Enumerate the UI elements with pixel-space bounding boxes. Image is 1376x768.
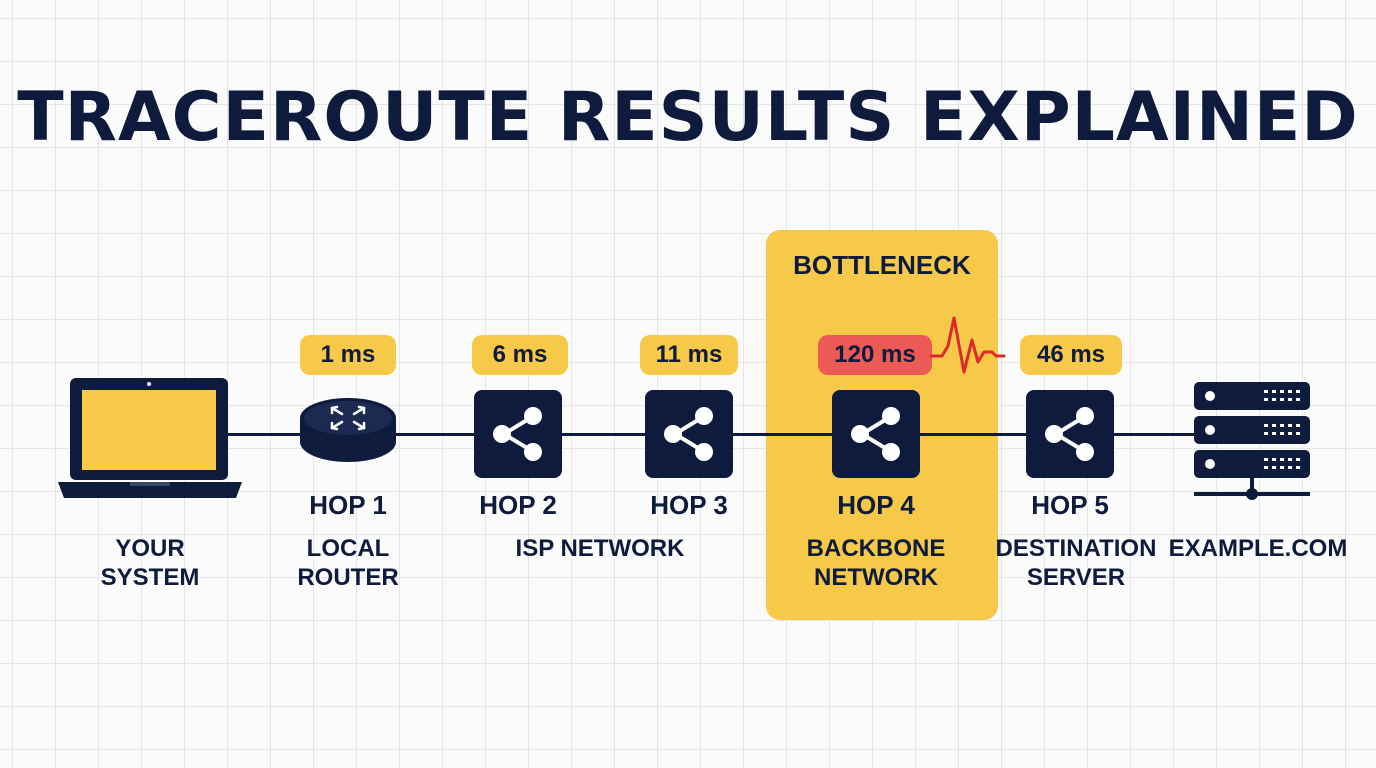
- server-rack-icon: [1194, 382, 1310, 500]
- page-title: TRACEROUTE RESULTS EXPLAINED: [17, 78, 1359, 157]
- hop-1-label: HOP 1: [309, 490, 387, 520]
- laptop-icon: [58, 378, 242, 498]
- share-node-icon: [493, 407, 542, 461]
- bottleneck-label: BOTTLENECK: [793, 250, 971, 280]
- router-icon: [300, 398, 396, 462]
- destination-label: EXAMPLE.COM: [1168, 535, 1348, 562]
- hop-3-latency: 11 ms: [640, 335, 738, 375]
- hop-2-router-box: [474, 390, 562, 478]
- hop-4-latency: 120 ms: [818, 335, 932, 375]
- share-node-icon: [664, 407, 713, 461]
- hop-5-latency: 46 ms: [1020, 335, 1122, 375]
- latency-spike-icon: [930, 316, 1006, 374]
- hop-5-router-box: [1026, 390, 1114, 478]
- hop-3-label: HOP 3: [650, 490, 728, 520]
- hop-5-description: DESTINATION SERVER: [995, 535, 1157, 591]
- hop-3-router-box: [645, 390, 733, 478]
- hop-5-label: HOP 5: [1031, 490, 1109, 520]
- source-label: YOUR SYSTEM: [100, 535, 200, 591]
- share-node-icon: [1045, 407, 1094, 461]
- hop-1-latency: 1 ms: [300, 335, 396, 375]
- hop-1-description: LOCAL ROUTER: [297, 535, 399, 591]
- hop-2-label: HOP 2: [479, 490, 557, 520]
- share-node-icon: [851, 407, 900, 461]
- hop-4-label: HOP 4: [837, 490, 915, 520]
- hop-2-latency: 6 ms: [472, 335, 568, 375]
- isp-network-label: ISP NETWORK: [515, 535, 685, 562]
- hop-4-router-box: [832, 390, 920, 478]
- hop-4-description: BACKBONE NETWORK: [806, 535, 946, 591]
